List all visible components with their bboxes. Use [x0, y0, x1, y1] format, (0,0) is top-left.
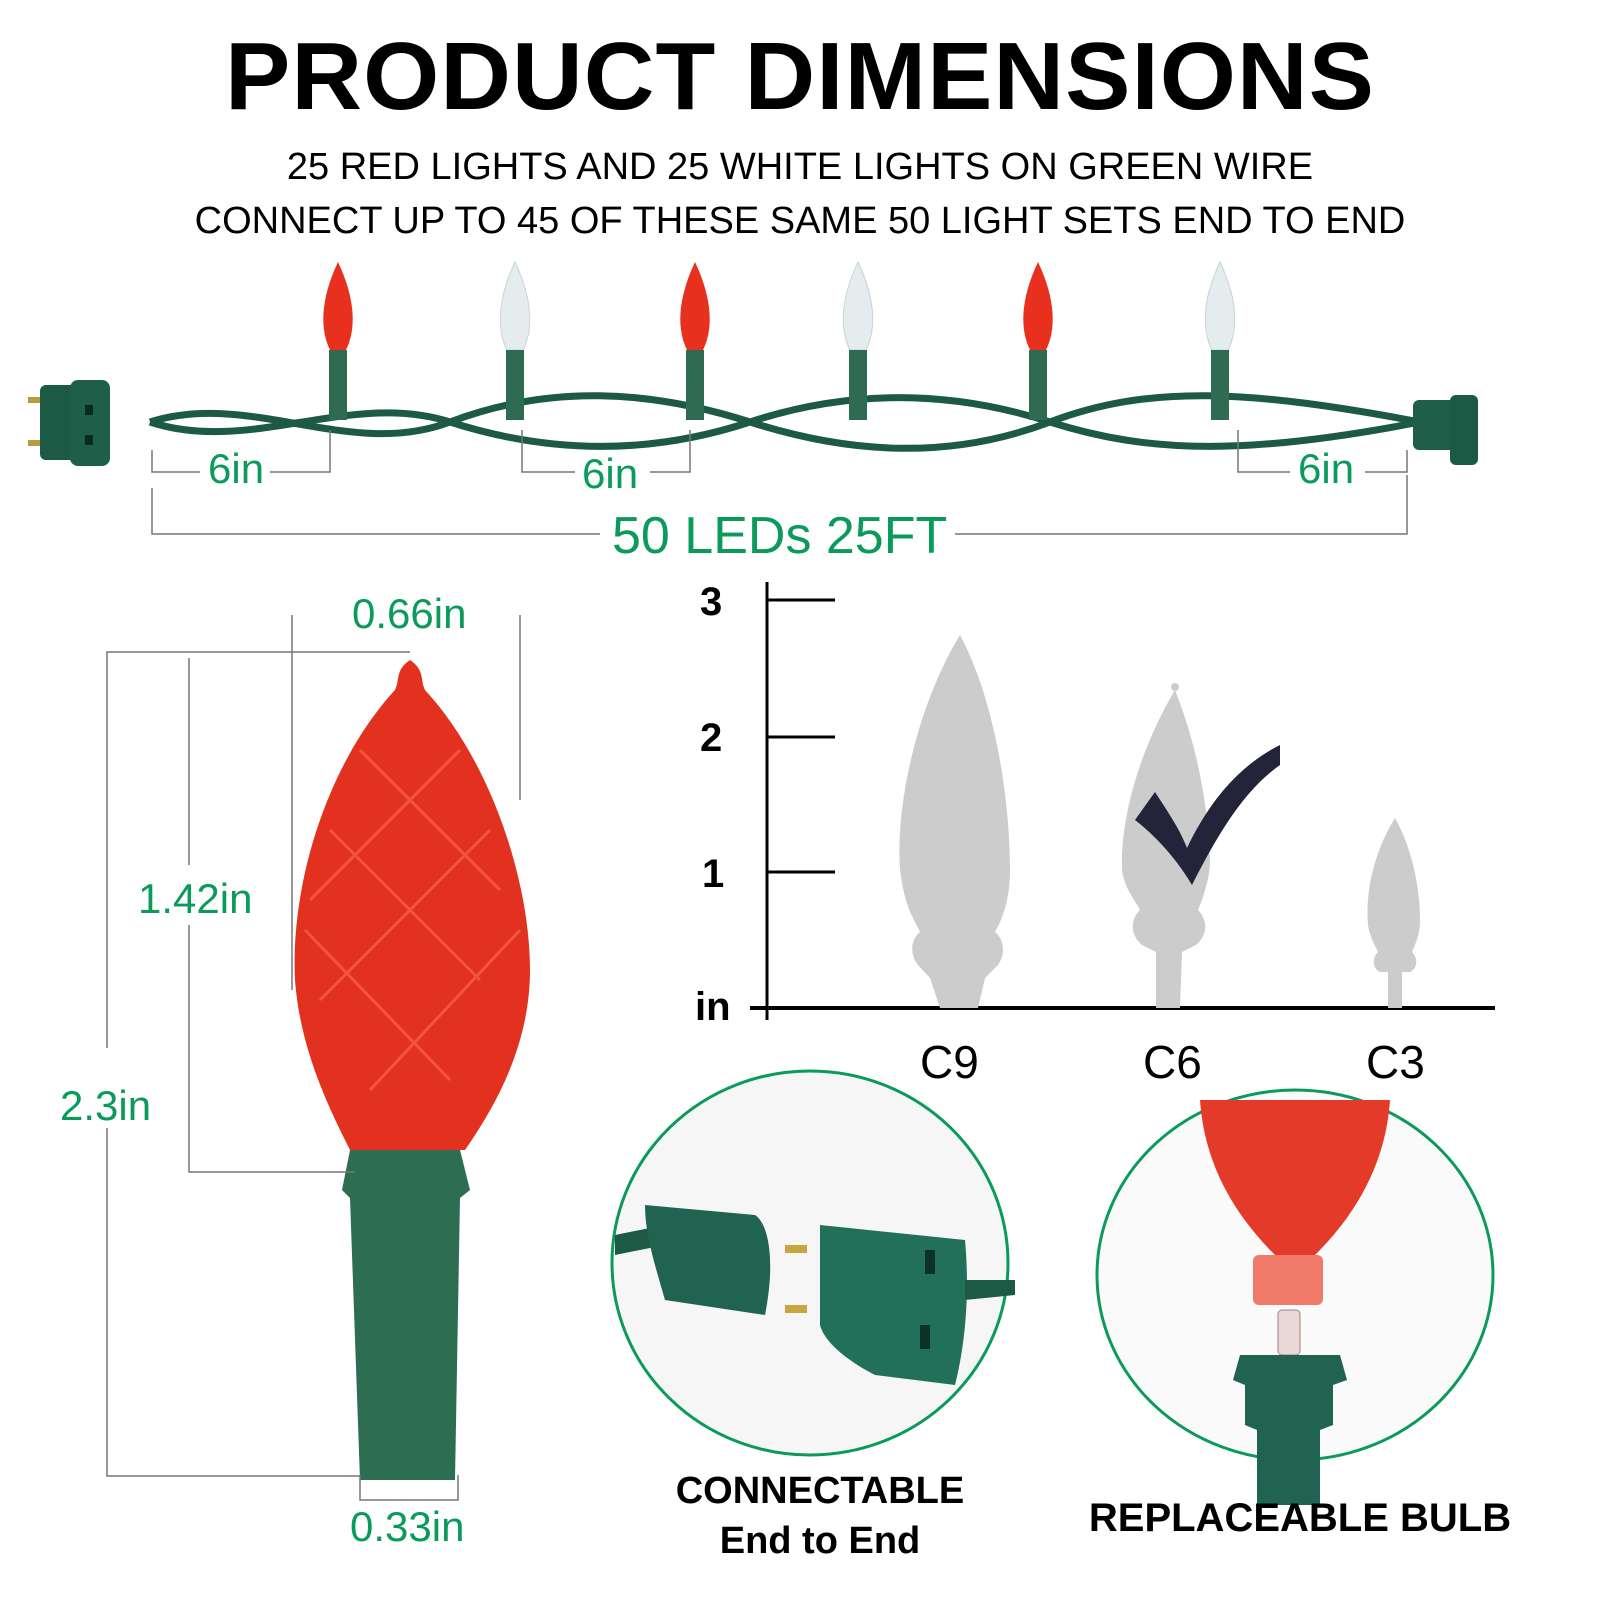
axis-tick-2: 2 [700, 716, 723, 760]
connectable-illustration [610, 1069, 1015, 1457]
subtitle-line-2: CONNECT UP TO 45 OF THESE SAME 50 LIGHT … [194, 200, 1406, 242]
bulb-5 [1023, 262, 1053, 420]
bulb-2 [499, 260, 531, 420]
bulb-3 [680, 262, 710, 420]
bulb-4 [842, 260, 874, 420]
replaceable-caption: REPLACEABLE BULB [1088, 1496, 1512, 1540]
axis-unit: in [695, 985, 731, 1029]
checkmark-icon [1135, 745, 1280, 885]
c9-silhouette [899, 635, 1010, 1008]
axis-tick-1: 1 [702, 852, 725, 896]
bulb-6 [1204, 260, 1236, 420]
page-title: PRODUCT DIMENSIONS [225, 23, 1375, 130]
spacing-label-right: 6in [1298, 445, 1355, 492]
category-c3: C3 [1366, 1036, 1425, 1088]
bulb-dimension-illustration [106, 615, 530, 1501]
category-c6: C6 [1143, 1036, 1202, 1088]
light-string-illustration [28, 260, 1478, 535]
spacing-label-middle: 6in [582, 450, 639, 497]
size-comparison-chart [750, 582, 1495, 1020]
c3-silhouette [1367, 818, 1420, 1008]
category-c9: C9 [920, 1036, 979, 1088]
bulb-width-label: 0.66in [352, 590, 467, 637]
replaceable-bulb-illustration [1095, 1088, 1495, 1505]
bulb-height-label: 1.42in [138, 875, 253, 922]
connectable-caption-line2: End to End [719, 1520, 921, 1562]
spacing-label-left: 6in [208, 445, 265, 492]
subtitle-line-1: 25 RED LIGHTS AND 25 WHITE LIGHTS ON GRE… [286, 146, 1314, 188]
total-length-label: 50 LEDs 25FT [612, 507, 948, 565]
total-height-label: 2.3in [60, 1082, 152, 1129]
axis-tick-3: 3 [700, 580, 723, 624]
bulb-1 [323, 262, 353, 420]
connectable-caption-line1: CONNECTABLE [675, 1470, 965, 1512]
base-width-label: 0.33in [350, 1503, 465, 1550]
